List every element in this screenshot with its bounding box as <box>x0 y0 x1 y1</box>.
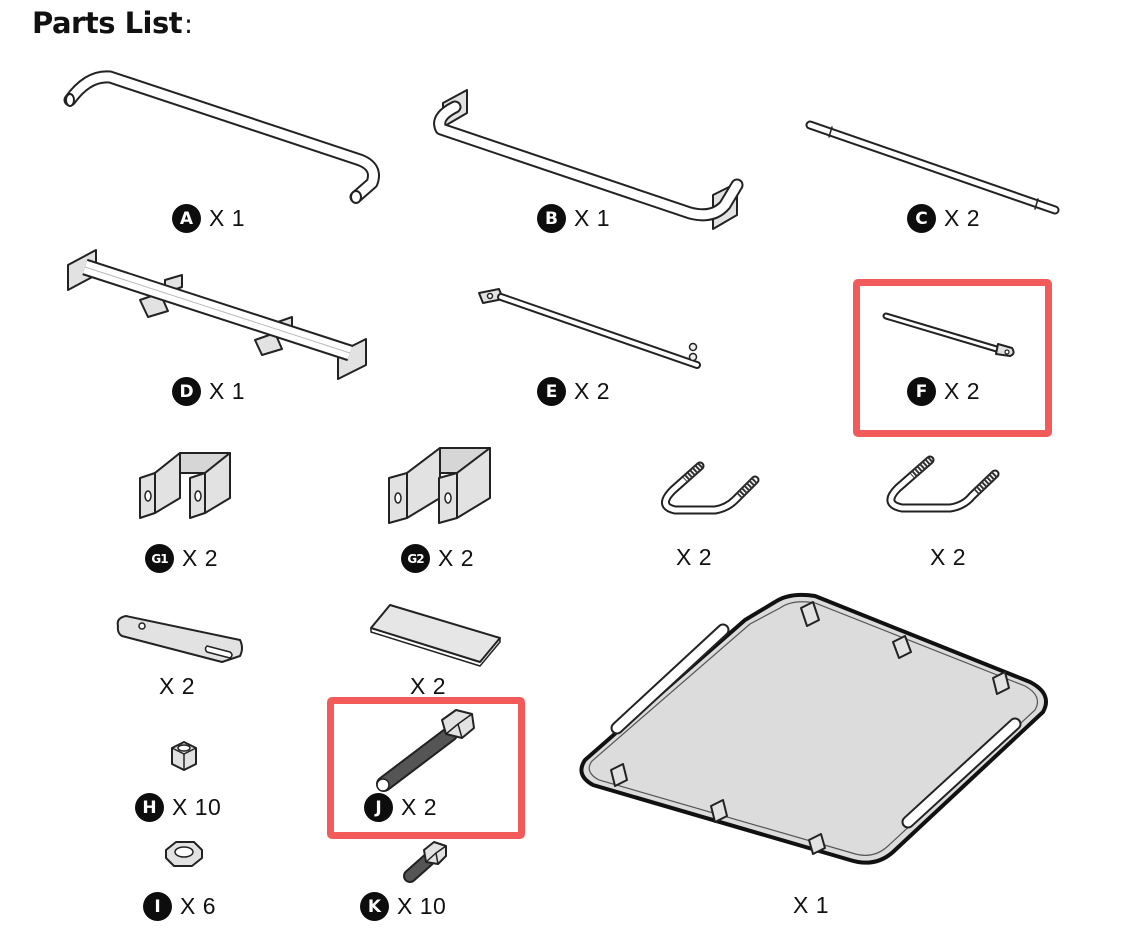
part-b-qty: X 1 <box>574 205 611 231</box>
part-g1-badge: G1 <box>145 544 174 573</box>
u-bolt-2-qty: X 2 <box>930 544 967 570</box>
part-g2-label: G2 X 2 <box>401 544 474 573</box>
part-c-illustration <box>800 115 1065 220</box>
part-j-badge: J <box>364 793 393 822</box>
part-b-illustration <box>425 85 755 235</box>
part-g2-qty: X 2 <box>438 545 475 571</box>
part-d-qty: X 1 <box>209 378 246 404</box>
part-b-badge: B <box>537 204 566 233</box>
part-f-qty: X 2 <box>944 378 981 404</box>
page-title: Parts List: <box>32 6 193 40</box>
part-g2-illustration <box>385 443 495 538</box>
part-a-badge: A <box>172 204 201 233</box>
part-g1-label: G1 X 2 <box>145 544 218 573</box>
slotted-plate-illustration <box>112 608 247 668</box>
part-g1-qty: X 2 <box>182 545 219 571</box>
part-e-badge: E <box>537 377 566 406</box>
part-a-illustration <box>60 65 390 210</box>
part-e-qty: X 2 <box>574 378 611 404</box>
u-bolt-1-illustration <box>655 458 765 523</box>
part-k-badge: K <box>360 892 389 921</box>
part-g1-illustration <box>135 448 235 538</box>
u-bolt-1-qty: X 2 <box>676 544 713 570</box>
slotted-plate-label: X 2 <box>159 673 195 700</box>
highlight-part-f <box>853 279 1052 437</box>
flat-pad-illustration <box>368 600 506 670</box>
part-c-label: C X 2 <box>907 204 980 233</box>
part-j-illustration <box>372 706 482 794</box>
part-d-illustration <box>60 245 375 385</box>
part-e-illustration <box>475 285 715 375</box>
highlight-part-j <box>327 697 525 839</box>
part-h-illustration <box>168 738 200 774</box>
part-k-label: K X 10 <box>360 892 446 921</box>
part-i-illustration <box>162 838 206 870</box>
part-g2-badge: G2 <box>401 544 430 573</box>
slotted-plate-qty: X 2 <box>159 673 196 699</box>
part-a-label: A X 1 <box>172 204 245 233</box>
u-bolt-1-label: X 2 <box>676 544 712 571</box>
part-f-label: F X 2 <box>907 377 980 406</box>
part-h-qty: X 10 <box>172 794 222 820</box>
part-i-label: I X 6 <box>143 892 216 921</box>
u-bolt-2-illustration <box>880 452 1005 522</box>
part-h-label: H X 10 <box>135 793 221 822</box>
part-f-illustration <box>880 310 1020 360</box>
panel-label: X 1 <box>793 892 829 919</box>
panel-qty: X 1 <box>793 892 830 918</box>
part-i-qty: X 6 <box>180 893 217 919</box>
part-b-label: B X 1 <box>537 204 610 233</box>
panel-illustration <box>575 590 1055 870</box>
title-colon: : <box>184 10 193 40</box>
part-j-label: J X 2 <box>364 793 437 822</box>
part-a-qty: X 1 <box>209 205 246 231</box>
part-e-label: E X 2 <box>537 377 610 406</box>
flat-pad-qty: X 2 <box>410 673 447 699</box>
part-h-badge: H <box>135 793 164 822</box>
part-j-qty: X 2 <box>401 794 438 820</box>
u-bolt-2-label: X 2 <box>930 544 966 571</box>
part-i-badge: I <box>143 892 172 921</box>
part-k-qty: X 10 <box>397 893 447 919</box>
part-d-badge: D <box>172 377 201 406</box>
part-c-qty: X 2 <box>944 205 981 231</box>
title-text: Parts List <box>32 6 183 40</box>
part-d-label: D X 1 <box>172 377 245 406</box>
part-c-badge: C <box>907 204 936 233</box>
flat-pad-label: X 2 <box>410 673 446 700</box>
part-k-illustration <box>400 838 450 884</box>
part-f-badge: F <box>907 377 936 406</box>
